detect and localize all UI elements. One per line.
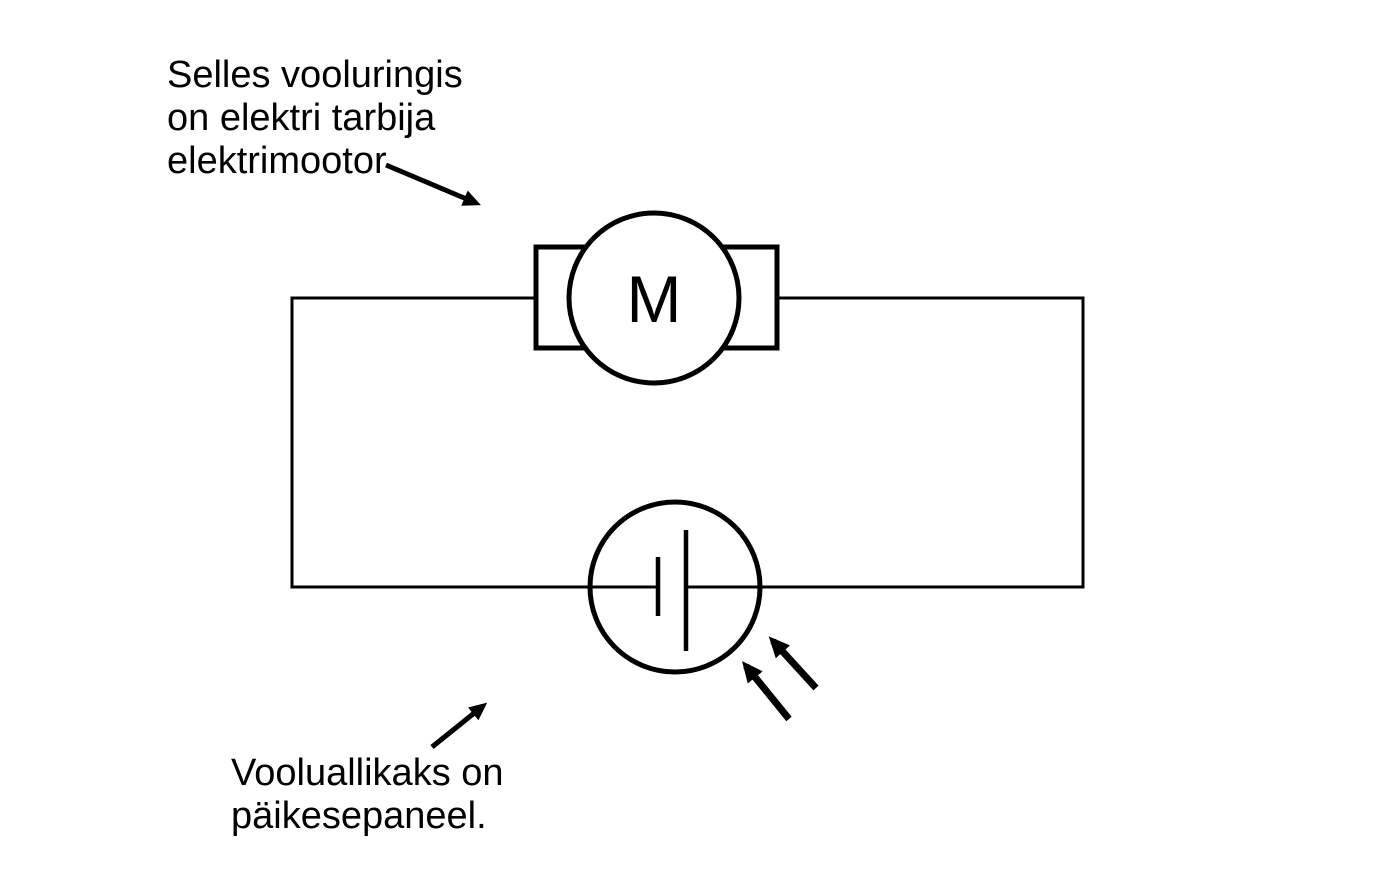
source-note-line: Vooluallikaks on [231,752,504,794]
wire-right-loop [686,296,1085,589]
light-ray-arrow-2 [768,636,819,691]
motor-symbol: M [533,210,780,386]
motor-note-line: on elektri tarbija [167,97,436,139]
motor-circle [566,210,742,386]
source-note-line: päikesepaneel. [231,795,487,837]
motor-note-line: elektrimootor [167,140,387,182]
wire-left-loop [290,296,658,589]
motor-note-arrow [385,162,481,206]
light-rays [742,636,819,722]
motor-note: Selles vooluringis on elektri tarbija el… [167,54,463,183]
light-ray-arrow-1 [742,661,792,722]
solar-panel-circle [587,499,763,675]
motor-note-line: Selles vooluringis [167,54,463,96]
source-note-arrow [430,702,488,749]
solar-panel-symbol [587,499,763,675]
motor-label: M [627,262,682,336]
source-note: Vooluallikaks on päikesepaneel. [231,752,504,838]
